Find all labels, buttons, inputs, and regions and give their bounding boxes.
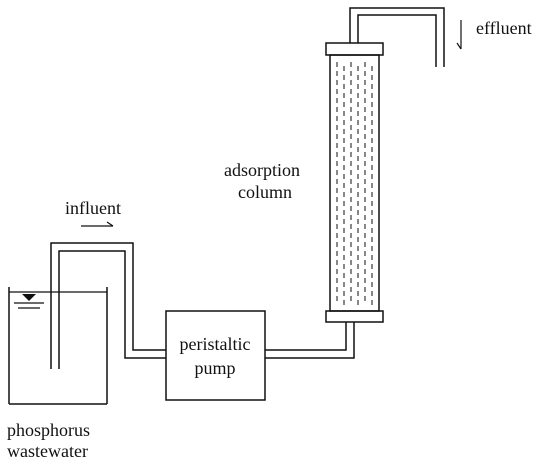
influent-arrow bbox=[81, 221, 114, 227]
water-level-icon bbox=[22, 294, 36, 301]
wastewater-tank bbox=[8, 287, 108, 405]
pump-label-2: pump bbox=[194, 358, 235, 378]
outlet-tube bbox=[349, 7, 445, 67]
influent-arrow-head bbox=[106, 221, 114, 227]
suction-tube bbox=[50, 242, 166, 369]
adsorption-column bbox=[325, 42, 384, 323]
column-top-cap bbox=[325, 42, 384, 56]
pump-to-column-tube bbox=[265, 322, 355, 359]
pump-tube-inner bbox=[265, 322, 355, 359]
effluent-arrow-head bbox=[456, 42, 462, 50]
adsorption-column-label-1: adsorption bbox=[224, 160, 300, 180]
outlet-tube-inner bbox=[357, 14, 437, 67]
pump-tube-outer bbox=[265, 322, 347, 351]
influent-label: influent bbox=[65, 198, 121, 218]
tank-label-1: phosphorus bbox=[7, 420, 90, 440]
effluent-label: effluent bbox=[476, 18, 532, 38]
adsorption-column-label-2: column bbox=[238, 182, 292, 202]
effluent-arrow bbox=[456, 20, 462, 50]
peristaltic-pump bbox=[165, 310, 266, 401]
suction-tube-inner bbox=[58, 250, 166, 369]
outlet-tube-outer bbox=[349, 7, 445, 67]
column-bottom-cap bbox=[325, 310, 384, 323]
tank-label-2: wastewater bbox=[7, 441, 88, 461]
suction-tube-outer bbox=[50, 242, 166, 369]
pump-label-1: peristaltic bbox=[180, 334, 251, 354]
